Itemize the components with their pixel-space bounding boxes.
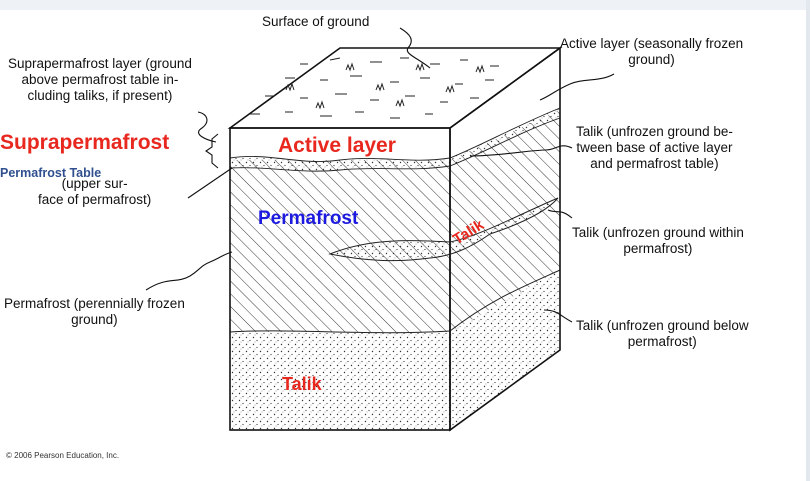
ground-surface-texture bbox=[250, 57, 499, 119]
active-layer-description: Active layer (seasonally frozen ground) bbox=[560, 36, 744, 67]
front-talik-bottom bbox=[230, 332, 450, 430]
right-edge-bar bbox=[806, 0, 810, 481]
talik-bottom-overlay: Talik bbox=[282, 374, 322, 394]
talik-lens bbox=[328, 197, 559, 262]
right-face-outline bbox=[449, 46, 561, 432]
copyright-notice: © 2006 Pearson Education, Inc. bbox=[6, 451, 120, 460]
suprapermafrost-description: Suprapermafrost layer (ground above perm… bbox=[8, 56, 192, 103]
permafrost-table-description: (upper sur- face of permafrost) bbox=[38, 176, 152, 207]
front-permafrost bbox=[230, 160, 450, 332]
leader-lines bbox=[145, 27, 615, 323]
talik-active-description: Talik (unfrozen ground be- tween base of… bbox=[576, 124, 733, 171]
suprapermafrost-overlay: Suprapermafrost bbox=[0, 131, 170, 154]
surface-of-ground-label: Surface of ground bbox=[262, 14, 370, 29]
top-face bbox=[227, 47, 563, 129]
permafrost-table-overlay: Permafrost Table bbox=[0, 166, 102, 180]
right-permafrost bbox=[450, 110, 560, 332]
talik-within-description: Talik (unfrozen ground within permafrost… bbox=[572, 225, 744, 256]
permafrost-description: Permafrost (perennially frozen ground) bbox=[4, 296, 185, 327]
right-talik-bottom bbox=[450, 270, 560, 430]
active-layer-overlay: Active layer bbox=[278, 134, 396, 157]
top-bar bbox=[0, 0, 810, 10]
permafrost-overlay: Permafrost bbox=[258, 208, 359, 229]
talik-below-description: Talik (unfrozen ground below permafrost) bbox=[576, 318, 749, 349]
